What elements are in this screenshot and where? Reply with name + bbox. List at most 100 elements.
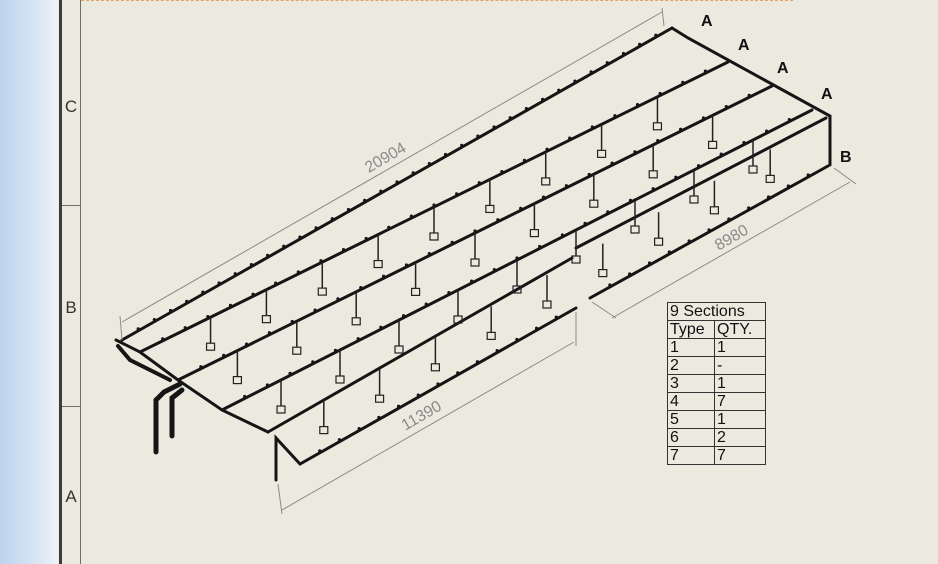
table-cell-type: 1 xyxy=(667,338,715,357)
dimension-extension xyxy=(661,7,665,27)
pipe-joint xyxy=(288,371,292,375)
pipe-branch-4a xyxy=(266,256,574,434)
pipe-joint xyxy=(496,218,500,222)
sprinkler-head xyxy=(411,287,421,296)
pipe-joint xyxy=(590,125,594,129)
pipe-joint xyxy=(515,256,519,260)
pipe-joint xyxy=(359,285,363,290)
sprinkler-head xyxy=(373,259,383,269)
pipe-joint xyxy=(404,263,409,267)
pipe-joint xyxy=(401,314,406,318)
pipe-joint xyxy=(290,319,294,324)
pipe-joint xyxy=(747,93,751,97)
sprinkler-head xyxy=(261,315,272,324)
sprinkler-head xyxy=(512,285,522,294)
pipe-joint xyxy=(201,290,205,294)
sheet-border-outer xyxy=(59,0,62,564)
table-cell-qty: 2 xyxy=(714,428,766,447)
pipe-joint xyxy=(613,114,617,118)
pipe-joint xyxy=(687,239,691,243)
pipe-joint xyxy=(330,217,334,221)
pipe-joint xyxy=(606,210,610,214)
table-cell-type: 3 xyxy=(667,374,715,393)
pipe-riser-1 xyxy=(153,381,183,455)
table-cell-type: 4 xyxy=(667,392,715,411)
sprinkler-head xyxy=(765,174,775,183)
dimension-line-length xyxy=(121,11,663,323)
pipe-joint xyxy=(696,164,701,168)
pipe-joint xyxy=(267,331,271,335)
sprinkler-head xyxy=(485,204,495,214)
pipe-joint xyxy=(274,281,278,285)
pipe-joint xyxy=(541,195,546,199)
sprinkler-head xyxy=(529,229,540,238)
pipe-joint xyxy=(356,337,360,341)
pipe-joint xyxy=(568,136,572,140)
pipe-joint xyxy=(667,250,671,254)
sprinkler-head xyxy=(648,170,658,179)
section-marker-a: A xyxy=(738,37,750,54)
pipe-joint xyxy=(396,404,401,408)
sprinkler-head xyxy=(430,363,440,372)
pipe-joint xyxy=(492,125,496,129)
sections-table-header-row: Type QTY. xyxy=(667,320,766,339)
pipe-joint xyxy=(168,308,173,313)
pipe-joint xyxy=(313,308,317,312)
pipe-joint xyxy=(379,325,383,329)
sprinkler-head xyxy=(652,122,663,131)
pipe-joint xyxy=(265,253,270,258)
zone-label-a: A xyxy=(65,487,77,506)
sprinkler-head xyxy=(653,237,664,246)
pipe-joint xyxy=(540,97,545,102)
pipe-joint xyxy=(679,127,683,131)
pipe-joint xyxy=(765,129,769,133)
pipe-joint xyxy=(473,229,477,233)
pipe-branch-4b xyxy=(574,116,828,250)
window-left-edge xyxy=(0,0,58,564)
sprinkler-drops xyxy=(205,96,775,435)
sections-table-header-qty: QTY. xyxy=(714,320,766,339)
table-cell-qty: 1 xyxy=(714,338,766,357)
pipe-joint xyxy=(265,383,269,387)
dimension-extension xyxy=(833,167,857,185)
pipe-joint xyxy=(475,360,480,364)
sprinkler-head xyxy=(598,269,608,278)
sections-table-title-row: 9 Sections xyxy=(667,302,766,321)
pipe-joint xyxy=(703,69,707,73)
pipe-joint xyxy=(185,299,189,303)
sprinkler-head xyxy=(486,331,496,340)
sprinkler-head xyxy=(205,342,216,351)
pipe-joint xyxy=(500,169,504,174)
pipe-joint xyxy=(341,248,346,252)
sprinkler-head xyxy=(351,317,361,326)
pipe-joint xyxy=(447,291,451,295)
zone-divider xyxy=(62,406,80,407)
table-cell-type: 7 xyxy=(667,446,715,465)
table-cell-type: 2 xyxy=(667,356,715,375)
sheet-top-dashed-line xyxy=(81,0,793,2)
pipe-joint xyxy=(534,326,539,330)
pipe-joint xyxy=(222,353,226,357)
pipe-header xyxy=(670,26,832,167)
pipe-joint xyxy=(628,272,632,276)
pipe-joint xyxy=(621,51,626,56)
sprinkler-head xyxy=(276,405,286,414)
zone-divider xyxy=(62,205,80,206)
pipe-left-link xyxy=(114,338,270,434)
sections-table-title: 9 Sections xyxy=(667,302,766,321)
pipe-joint xyxy=(228,303,233,307)
pipe-joint xyxy=(476,134,480,138)
pipe-joint xyxy=(206,314,210,319)
sections-table-header-type: Type xyxy=(667,320,715,339)
pipe-joint xyxy=(707,228,711,232)
sprinkler-head xyxy=(689,195,699,204)
sprinkler-head xyxy=(571,255,581,264)
dimension-extension xyxy=(119,315,123,341)
table-row: 2- xyxy=(667,356,766,375)
pipe-joint xyxy=(387,225,391,229)
sprinkler-head xyxy=(748,165,758,174)
pipe-joint xyxy=(589,70,593,74)
